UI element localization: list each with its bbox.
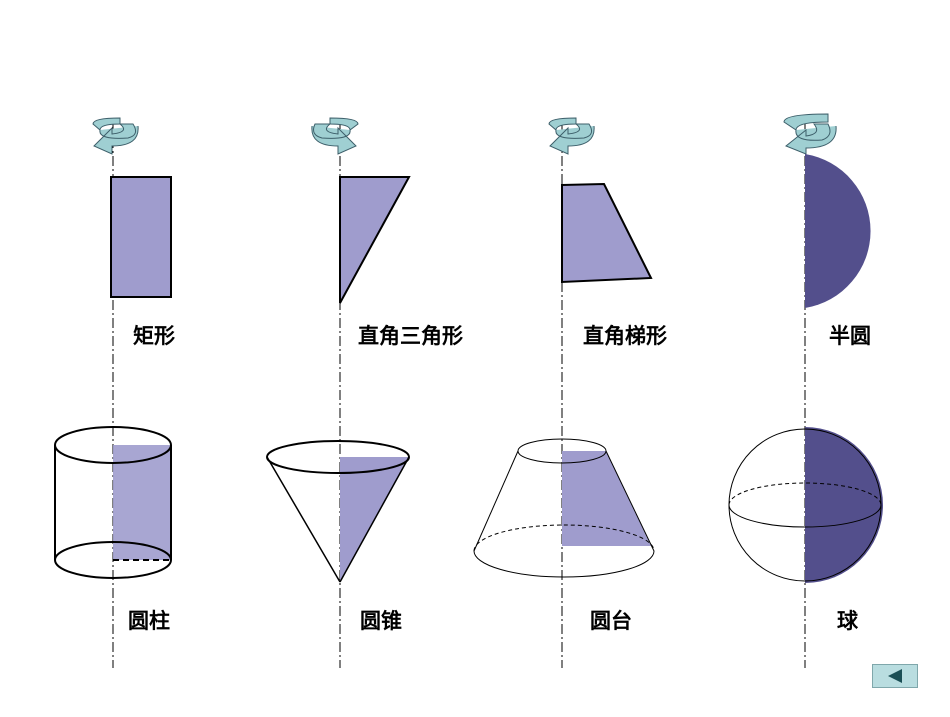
back-button[interactable] bbox=[872, 664, 918, 688]
rotation-arrow-icon bbox=[92, 117, 139, 155]
cone-solid bbox=[266, 440, 410, 583]
label-semicircle: 半圆 bbox=[829, 324, 871, 348]
rotation-arrow-icon bbox=[783, 113, 837, 155]
label-sphere: 球 bbox=[837, 609, 858, 633]
label-right-triangle: 直角三角形 bbox=[358, 324, 463, 348]
label-rectangle: 矩形 bbox=[133, 324, 175, 348]
semicircle-shape bbox=[805, 154, 871, 308]
frustum-solid bbox=[473, 438, 655, 578]
rectangle-shape bbox=[110, 176, 172, 298]
right-trapezoid-shape bbox=[561, 182, 653, 284]
sphere-solid bbox=[728, 427, 883, 583]
rotation-arrow-icon bbox=[548, 117, 595, 155]
label-cone: 圆锥 bbox=[360, 609, 402, 633]
label-frustum: 圆台 bbox=[590, 609, 632, 633]
triangle-left-icon bbox=[888, 669, 902, 683]
label-right-trapezoid: 直角梯形 bbox=[583, 324, 667, 348]
right-triangle-shape bbox=[339, 176, 411, 304]
rotation-arrow-icon bbox=[311, 117, 359, 155]
label-cylinder: 圆柱 bbox=[128, 609, 170, 633]
rotation-axes bbox=[112, 120, 806, 668]
cylinder-solid bbox=[54, 426, 172, 579]
